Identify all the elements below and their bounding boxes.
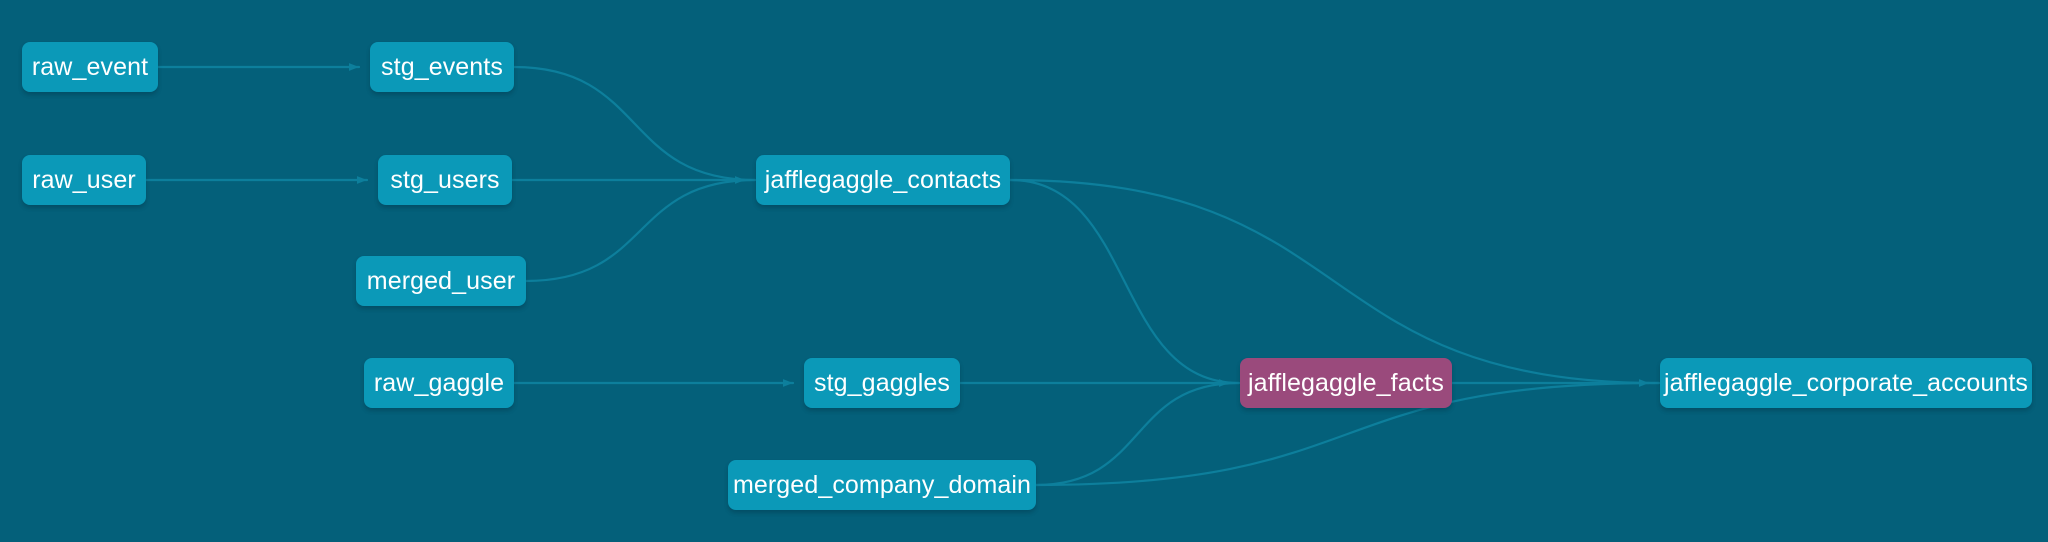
node-label: stg_gaggles — [814, 369, 950, 397]
graph-node-stg_events[interactable]: stg_events — [370, 42, 514, 92]
edge-merged_company_domain-to-jafflegaggle_facts — [1034, 381, 1241, 487]
node-label: raw_gaggle — [373, 369, 505, 397]
node-label: jafflegaggle_contacts — [764, 166, 1002, 194]
graph-node-stg_gaggles[interactable]: stg_gaggles — [804, 358, 960, 408]
edge-merged_user-to-jafflegaggle_contacts — [524, 178, 757, 283]
graph-node-raw_gaggle[interactable]: raw_gaggle — [364, 358, 514, 408]
node-label: stg_events — [381, 53, 503, 81]
graph-node-jafflegaggle_facts[interactable]: jafflegaggle_facts — [1240, 358, 1452, 408]
node-label: merged_user — [366, 267, 516, 295]
node-label: raw_event — [31, 53, 149, 81]
edge-jafflegaggle_contacts-to-jafflegaggle_facts — [1008, 178, 1241, 385]
node-label: stg_users — [390, 166, 500, 194]
node-label: merged_company_domain — [732, 471, 1032, 499]
node-label: jafflegaggle_corporate_accounts — [1664, 369, 2029, 397]
graph-node-merged_user[interactable]: merged_user — [356, 256, 526, 306]
node-label: raw_user — [32, 166, 136, 194]
node-label: jafflegaggle_facts — [1248, 369, 1444, 397]
graph-node-merged_company_domain[interactable]: merged_company_domain — [728, 460, 1036, 510]
edge-jafflegaggle_contacts-to-jafflegaggle_corporate_accounts — [1008, 178, 1661, 385]
graph-node-jafflegaggle_contacts[interactable]: jafflegaggle_contacts — [756, 155, 1010, 205]
edge-stg_events-to-jafflegaggle_contacts — [512, 65, 757, 182]
graph-node-stg_users[interactable]: stg_users — [378, 155, 512, 205]
graph-node-raw_user[interactable]: raw_user — [22, 155, 146, 205]
graph-node-raw_event[interactable]: raw_event — [22, 42, 158, 92]
graph-node-jafflegaggle_corporate_accounts[interactable]: jafflegaggle_corporate_accounts — [1660, 358, 2032, 408]
